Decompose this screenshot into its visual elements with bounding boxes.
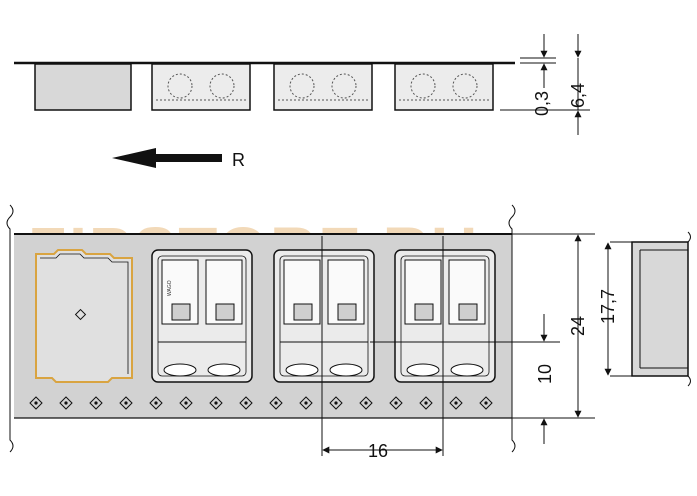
direction-indicator: R (112, 148, 245, 170)
sprocket-hole (209, 396, 223, 410)
sprocket-center (364, 401, 368, 405)
sprocket-hole (299, 396, 313, 410)
sprocket-hole (179, 396, 193, 410)
sprocket-hole (149, 396, 163, 410)
sprocket-hole (389, 396, 403, 410)
sprocket-center (64, 401, 68, 405)
tape-top-view: WAGO (6, 204, 650, 461)
tape-side-profile (631, 231, 691, 387)
dim-height-tape: 24 (568, 316, 588, 336)
sprocket-center (34, 401, 38, 405)
side-pocket-2 (273, 63, 373, 111)
sprocket-center (484, 401, 488, 405)
tape-pocket-1: WAGO (151, 249, 253, 383)
tape-pocket-2 (273, 249, 375, 383)
dim-height-lower: 10 (535, 364, 555, 384)
sprocket-center (184, 401, 188, 405)
dim-height-pocket: 17,7 (598, 289, 618, 324)
dim-height-total: 6,4 (568, 83, 588, 108)
sprocket-center (214, 401, 218, 405)
sprocket-hole (239, 396, 253, 410)
side-pocket-1 (151, 63, 251, 111)
sprocket-hole (329, 396, 343, 410)
sprocket-hole (479, 396, 493, 410)
sprocket-hole (119, 396, 133, 410)
sprocket-hole (449, 396, 463, 410)
sprocket-hole (359, 396, 373, 410)
sprocket-hole (59, 396, 73, 410)
sprocket-hole (89, 396, 103, 410)
sprocket-center (454, 401, 458, 405)
side-pocket-3 (394, 63, 494, 111)
sprocket-center (424, 401, 428, 405)
tape-pocket-empty (35, 249, 133, 383)
sprocket-center (274, 401, 278, 405)
sprocket-center (394, 401, 398, 405)
sprocket-hole (269, 396, 283, 410)
sprocket-center (124, 401, 128, 405)
sprocket-center (334, 401, 338, 405)
sprocket-center (244, 401, 248, 405)
sprocket-center (94, 401, 98, 405)
side-view: 0,3 6,4 (14, 34, 590, 135)
sprocket-hole (419, 396, 433, 410)
dim-pitch: 16 (368, 441, 388, 461)
sprocket-center (154, 401, 158, 405)
part-marking: WAGO (167, 280, 173, 296)
tape-pocket-3 (394, 249, 496, 383)
sprocket-hole (29, 396, 43, 410)
direction-arrow-icon (112, 148, 222, 168)
side-pocket-empty (34, 63, 132, 111)
direction-label: R (232, 150, 245, 170)
sprocket-center (304, 401, 308, 405)
sprocket-holes (29, 396, 493, 410)
dim-height-offset: 0,3 (532, 91, 552, 116)
